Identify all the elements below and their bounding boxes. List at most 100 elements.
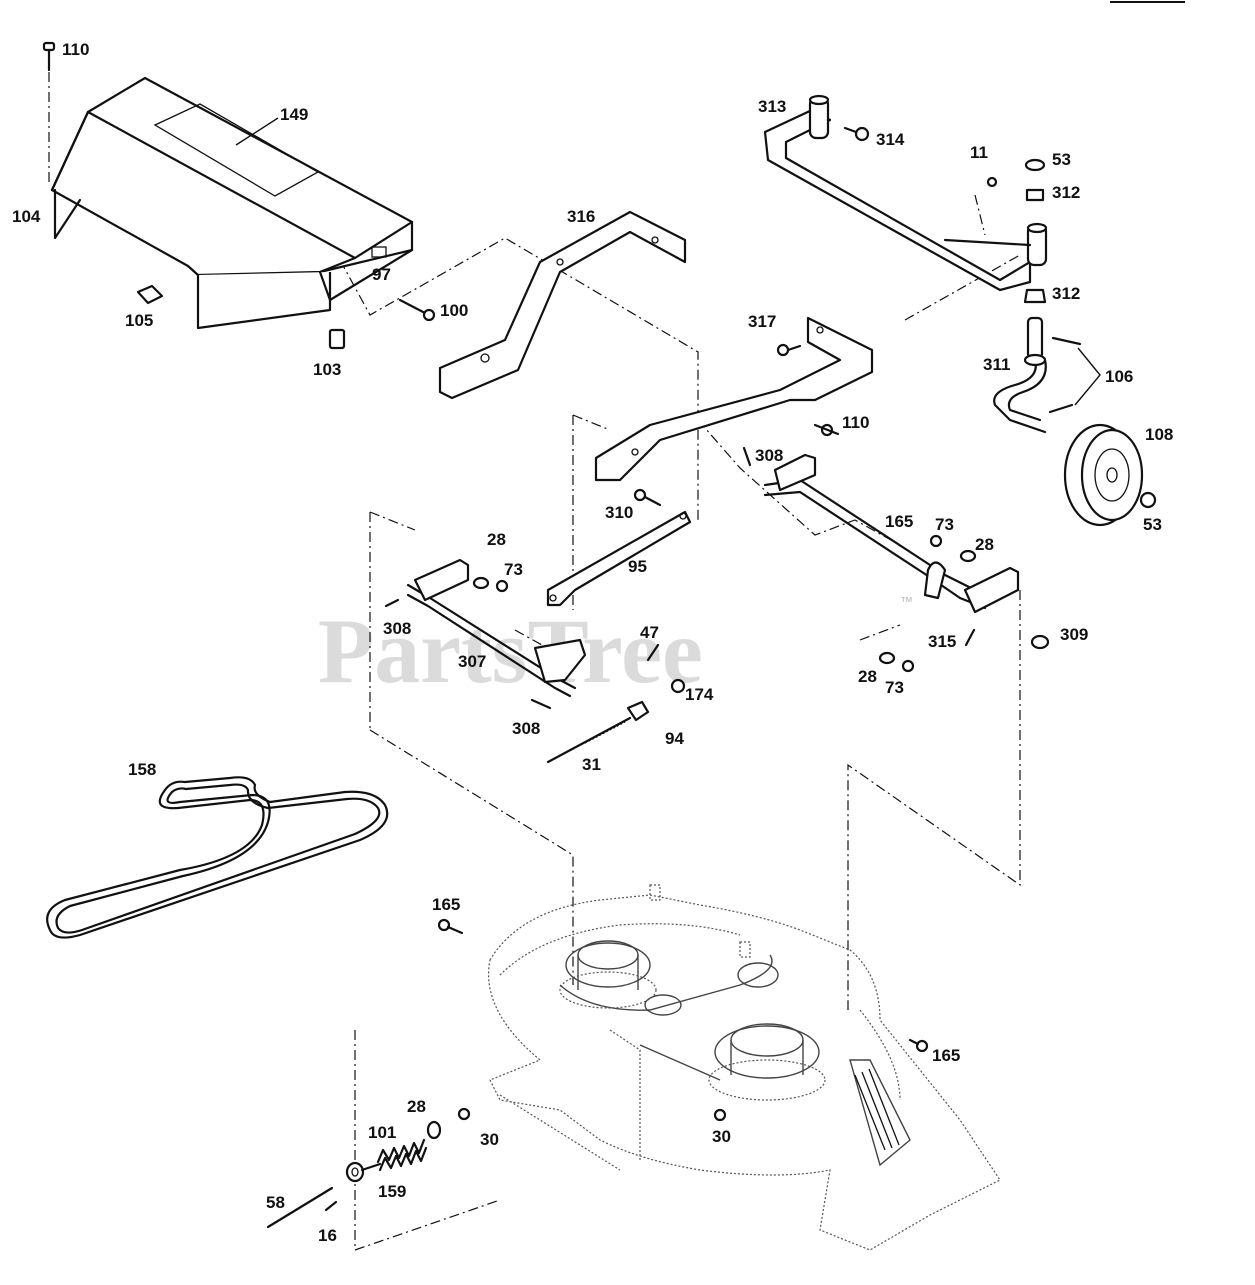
label-158: 158	[128, 760, 156, 779]
assembly-lines	[339, 194, 1021, 1251]
clip-103	[328, 328, 346, 350]
rod-31	[546, 716, 632, 764]
nut-73-left	[495, 579, 509, 593]
label-314: 314	[876, 130, 905, 149]
bolt-165-deck	[437, 918, 464, 935]
label-58: 58	[266, 1193, 285, 1212]
label-94: 94	[665, 729, 684, 748]
label-53-wheel: 53	[1143, 515, 1162, 534]
label-105: 105	[125, 311, 153, 330]
label-165-top: 310	[605, 503, 633, 522]
label-106: 106	[1105, 367, 1133, 386]
rod-307	[406, 558, 587, 698]
part-11	[986, 176, 998, 188]
label-95: 95	[628, 557, 647, 576]
label-312-bot: 312	[1052, 284, 1080, 303]
watermark-tm: ™	[900, 594, 913, 609]
nut-30-left	[457, 1107, 471, 1121]
pin-315	[964, 628, 976, 647]
caster-arm-311	[993, 316, 1047, 434]
bolt-165-top	[633, 488, 662, 507]
label-316: 316	[567, 207, 595, 226]
bolt-110-mid	[813, 423, 840, 437]
label-73-lower: 73	[885, 678, 904, 697]
mower-deck	[488, 884, 1001, 1251]
label-308-top: 308	[755, 446, 783, 465]
washer-28-spring	[426, 1120, 442, 1140]
label-53-top: 53	[1052, 150, 1071, 169]
label-100: 100	[440, 301, 468, 320]
washer-53-wheel	[1139, 491, 1157, 509]
label-159: 159	[378, 1182, 406, 1201]
washer-53-top	[1024, 158, 1046, 172]
nut-73-right	[929, 534, 943, 548]
pin-106-bottom	[1048, 403, 1074, 414]
label-313: 313	[758, 97, 786, 116]
clip-105	[136, 284, 164, 305]
bushing-312-bottom	[1023, 288, 1047, 304]
frame-313	[763, 94, 1048, 292]
belt-158	[46, 776, 389, 939]
washer-28-right	[959, 549, 977, 563]
bracket-316	[438, 210, 687, 400]
label-317: 317	[748, 312, 776, 331]
label-315: 315	[928, 632, 956, 651]
label-308-left: 308	[383, 619, 411, 638]
label-16: 16	[318, 1226, 337, 1245]
bolt-100	[398, 298, 436, 322]
washer-28-left	[472, 576, 490, 590]
link-95	[546, 510, 692, 607]
label-149: 149	[280, 105, 308, 124]
swivel-94	[626, 700, 650, 722]
label-309: 309	[1060, 625, 1088, 644]
label-30-left: 30	[480, 1130, 499, 1149]
eyebolt-159	[345, 1161, 382, 1183]
bolt-317	[776, 343, 802, 357]
pin-308-left	[384, 598, 400, 608]
pin-16	[324, 1200, 338, 1212]
label-312-top: 312	[1052, 183, 1080, 202]
rod-58	[266, 1186, 334, 1229]
bolt-110-top	[42, 41, 56, 185]
nut-73-lower	[901, 659, 915, 673]
label-103: 103	[313, 360, 341, 379]
bolt-314	[843, 126, 870, 142]
label-28-right: 28	[975, 535, 994, 554]
wheel-108	[1063, 423, 1144, 527]
bushing-312-top	[1025, 188, 1045, 202]
label-108: 108	[1145, 425, 1173, 444]
rod-310	[763, 453, 1020, 614]
washer-28-lower	[878, 651, 896, 665]
label-310: 165	[885, 512, 913, 531]
label-28-lower: 28	[858, 667, 877, 686]
label-28-spring: 28	[407, 1097, 426, 1116]
label-110-mid: 110	[842, 413, 869, 432]
pin-106-top	[1051, 336, 1082, 346]
label-97: 97	[372, 265, 391, 284]
label-47: 47	[640, 623, 659, 642]
label-308-bot: 308	[512, 719, 540, 738]
label-307: 307	[458, 652, 486, 671]
bracket-mid	[594, 316, 874, 482]
label-165-deck: 165	[432, 895, 460, 914]
pin-308-bottom	[530, 698, 552, 710]
label-11: 11	[970, 143, 988, 162]
deflector-shield-149	[50, 76, 414, 330]
bolt-165-right	[908, 1038, 929, 1053]
label-73-right: 73	[935, 515, 954, 534]
label-30-deck: 30	[712, 1127, 731, 1146]
watermark: PartsTree	[318, 600, 703, 702]
label-28-left: 28	[487, 530, 506, 549]
nut-30-deck	[713, 1108, 727, 1122]
label-73-left: 73	[504, 560, 523, 579]
pin-308-top	[742, 446, 752, 467]
spring-101	[376, 1138, 428, 1172]
label-174: 174	[685, 685, 714, 704]
label-165-right: 165	[932, 1046, 960, 1065]
label-104: 104	[12, 207, 41, 226]
label-311: 311	[983, 355, 1010, 374]
label-31: 31	[582, 755, 601, 774]
pin-47	[646, 643, 660, 662]
label-101: 101	[368, 1123, 396, 1142]
